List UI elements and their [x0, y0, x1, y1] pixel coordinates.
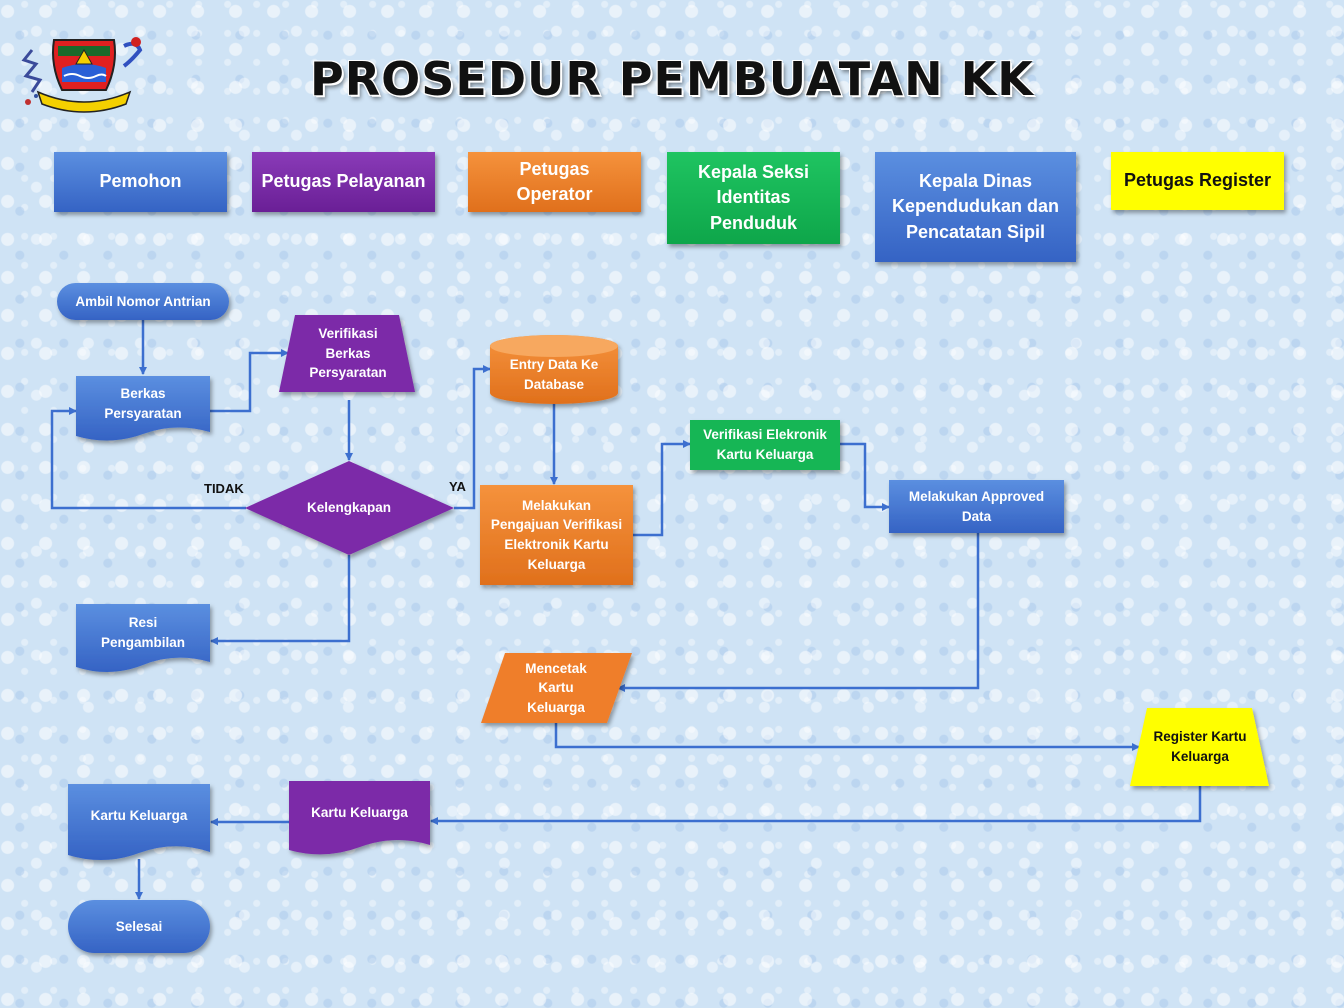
lane-petugas-pelayanan: Petugas Pelayanan [252, 152, 435, 212]
node-register [1130, 708, 1269, 786]
node-verifikasi-elektronik [690, 420, 840, 470]
edge-pengajuan-verifikasi [633, 440, 691, 537]
edge-kelengkapan-resi [210, 555, 351, 645]
lane-label: Petugas Register [1123, 170, 1272, 191]
lane-label: Kepala Seksi Identitas Penduduk [697, 162, 810, 233]
edge-approved-mencetak [617, 533, 980, 692]
lane-label: Pemohon [99, 171, 182, 192]
edge-label-ya: YA [449, 479, 466, 494]
node-verifikasi-berkas [279, 315, 415, 392]
node-mencetak [481, 653, 632, 723]
node-kelengkapan [245, 461, 454, 555]
edge-ya [454, 365, 491, 510]
node-entry-data [490, 335, 618, 404]
node-kk-petugas [289, 781, 430, 855]
edge-berkas-verifikasi [210, 349, 289, 413]
node-ambil-nomor [57, 283, 229, 320]
node-selesai [68, 900, 210, 953]
edge-mencetak-register [554, 722, 1140, 751]
edge-register-kk [430, 786, 1202, 825]
node-approved [889, 480, 1064, 533]
node-berkas [76, 376, 210, 441]
regency-logo [21, 37, 143, 113]
edge-tidak [50, 407, 246, 510]
lane-petugas-register: Petugas Register [1111, 152, 1284, 210]
lane-label: Kepala Dinas Kependudukan dan Pencatatan… [891, 171, 1059, 242]
lane-petugas-operator: Petugas Operator [468, 152, 641, 212]
edge-label-tidak: TIDAK [204, 481, 244, 496]
node-pengajuan [480, 485, 633, 585]
node-resi [76, 604, 210, 673]
edge-verifikasi-approved [840, 442, 890, 511]
lane-pemohon: Pemohon [54, 152, 227, 212]
lane-kepala-dinas: Kepala Dinas Kependudukan dan Pencatatan… [875, 152, 1076, 262]
lane-label: Petugas Operator [516, 158, 593, 204]
page-title: PROSEDUR PEMBUATAN KK [310, 52, 1034, 106]
node-kk-pemohon [68, 784, 210, 861]
lane-kepala-seksi: Kepala Seksi Identitas Penduduk [667, 152, 840, 244]
lane-label: Petugas Pelayanan [261, 171, 426, 192]
